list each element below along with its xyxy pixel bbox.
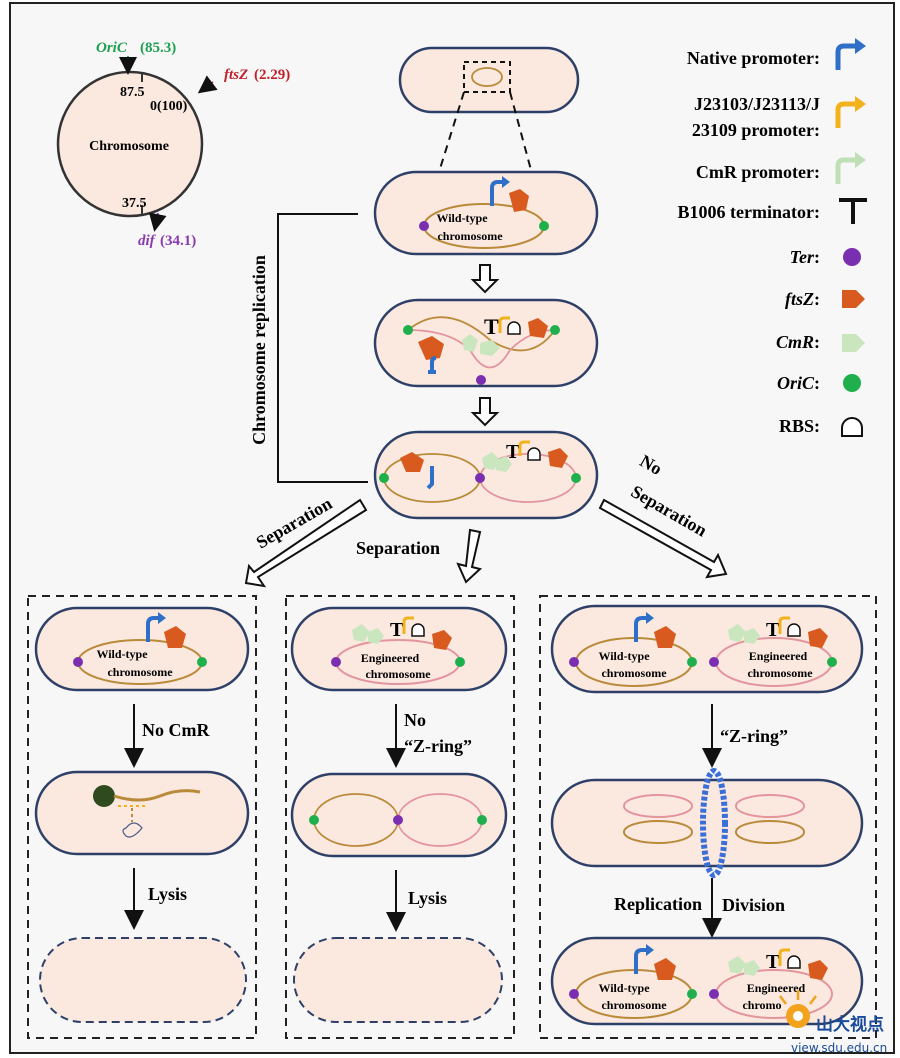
legend-oric: OriC: [777, 373, 820, 393]
chromosome-title: Chromosome [89, 139, 169, 154]
arrow-no-separation [598, 498, 728, 579]
left-cell-degrading [34, 770, 250, 856]
wild-type-label-line1: Wild-type [436, 211, 488, 225]
panel-wild-type-only: Wild-type chromosome No CmR Lysis [27, 595, 257, 1039]
chromosome-replication-label: Chromosome replication [249, 255, 269, 445]
legend-j-promoter-line1: J23103/J23113/J [694, 94, 820, 114]
watermark-brand: 山大视点 [816, 1014, 884, 1035]
tick-87-5: 87.5 [120, 85, 145, 100]
left-cell-wild-type [34, 606, 250, 692]
cmr-icon [842, 334, 865, 352]
separation-mid-label: Separation [356, 538, 440, 558]
ftsz-position-value: (2.29) [254, 67, 290, 83]
oric-position-value: (85.3) [140, 40, 176, 56]
ftsz-position-label: ftsZ [224, 67, 248, 83]
panel-both-chromosomes: Wild-type chromosome Engineered chromoso… [539, 595, 877, 1039]
legend-j-promoter-line2: 23109 promoter: [692, 120, 820, 140]
mid-engineered-line1: Engineered [361, 651, 420, 665]
rbs-icon [841, 417, 863, 437]
dif-position-value: (34.1) [160, 233, 196, 249]
ter-icon [843, 248, 861, 266]
bottom-terminator-glyph: T [766, 951, 780, 973]
lysis-left-label: Lysis [148, 884, 187, 904]
bottom-engineered-partial: chromo [742, 998, 781, 1012]
legend-ter: Ter: [790, 247, 820, 267]
cell-initial [398, 46, 580, 114]
bottom-wild-type-line1: Wild-type [598, 981, 650, 995]
mid-engineered-line2: chromosome [365, 667, 431, 681]
native-promoter-icon [835, 43, 858, 70]
arrow-down-1 [470, 264, 500, 294]
wild-type-label-line2: chromosome [437, 229, 503, 243]
dif-position-label: dif [138, 233, 157, 249]
left-wild-type-line2: chromosome [107, 665, 173, 679]
right-wild-type-line2: chromosome [601, 666, 667, 680]
division-label: Division [722, 895, 785, 915]
legend-rbs: RBS: [779, 416, 820, 436]
ftsz-icon [842, 290, 865, 308]
arrow-separation-mid [456, 528, 483, 584]
watermark-url: view.sdu.edu.cn [791, 1041, 887, 1055]
oric-icon [843, 374, 861, 392]
arrow-down-2 [470, 397, 500, 427]
watermark: 山大视点 view.sdu.edu.cn [779, 990, 887, 1055]
mid-no-zring-line1: No [404, 710, 426, 730]
arrow-separation-left [244, 498, 368, 588]
legend-cmr: CmR: [776, 332, 820, 352]
oric-position-label: OriC [96, 40, 128, 56]
panel-engineered-only: Engineered chromosome T No “Z-ring” Lysi… [285, 595, 515, 1039]
replication-bracket [277, 213, 368, 483]
right-wild-type-line1: Wild-type [598, 649, 650, 663]
legend-terminator: B1006 terminator: [678, 202, 820, 222]
right-zring-label: “Z-ring” [720, 726, 788, 746]
right-engineered-line1: Engineered [749, 649, 808, 663]
mid-terminator-glyph: T [390, 619, 404, 641]
bottom-wild-type-line2: chromosome [601, 998, 667, 1012]
cell-replicated [373, 430, 599, 520]
cmr-promoter-icon [835, 157, 858, 184]
left-wild-type-line1: Wild-type [96, 647, 148, 661]
ftsz-marker [197, 75, 218, 94]
legend: Native promoter: J23103/J23113/J 23109 p… [678, 38, 867, 437]
legend-cmr-promoter: CmR promoter: [696, 162, 820, 182]
bottom-engineered-line1: Engineered [747, 981, 806, 995]
mid-no-zring-line2: “Z-ring” [404, 736, 472, 756]
terminator-icon [839, 198, 867, 224]
dif-marker [148, 212, 167, 232]
chromosome-map: Chromosome 87.5 0(100) 37.5 OriC (85.3) … [56, 40, 290, 249]
tick-37-5: 37.5 [122, 196, 147, 211]
j-promoter-icon [835, 101, 858, 128]
right-cell-top [550, 604, 864, 694]
zoom-box [463, 61, 511, 93]
terminator-glyph-2: T [506, 441, 520, 463]
z-ring [700, 768, 728, 878]
replication-label: Replication [614, 894, 702, 914]
legend-native-promoter: Native promoter: [687, 48, 820, 68]
mid-cell-lysed [293, 937, 503, 1023]
no-cmr-label: No CmR [142, 720, 210, 740]
lysis-mid-label: Lysis [408, 888, 447, 908]
mid-cell-engineered [290, 606, 508, 692]
tick-0-100: 0(100) [150, 99, 188, 114]
terminator-glyph-1: T [484, 314, 499, 339]
right-engineered-line2: chromosome [747, 666, 813, 680]
right-terminator-glyph: T [766, 619, 780, 641]
left-cell-lysed [39, 937, 247, 1023]
legend-ftsz: ftsZ: [785, 289, 820, 309]
